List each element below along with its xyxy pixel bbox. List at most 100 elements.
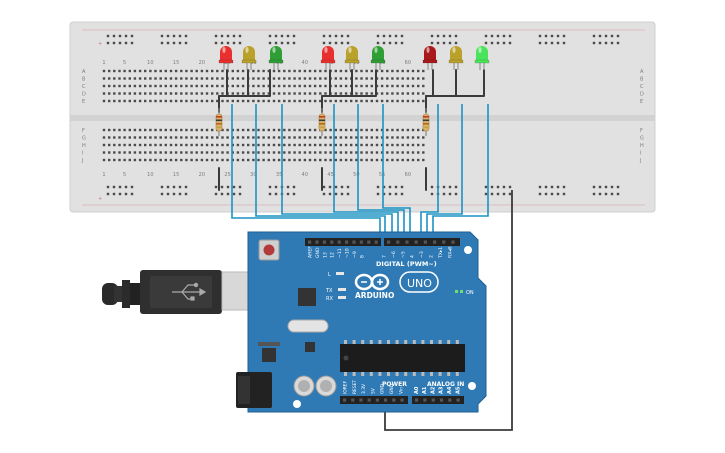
rail-hole: [490, 34, 494, 38]
breadboard-hole: [303, 84, 307, 88]
rail-hole: [274, 41, 278, 45]
breadboard-hole: [267, 92, 270, 95]
breadboard-hole: [118, 69, 121, 73]
rail-hole: [268, 41, 272, 45]
breadboard-hole: [283, 143, 286, 147]
breadboard-hole: [262, 158, 265, 162]
breadboard-hole: [174, 99, 178, 103]
breadboard-hole: [324, 128, 327, 132]
rail-hole: [286, 185, 290, 189]
reset-button-cap[interactable]: [263, 244, 275, 256]
breadboard-hole: [164, 143, 167, 147]
led-label-rx: RX: [326, 296, 333, 302]
analog-label: ANALOG IN: [427, 381, 464, 388]
rail-hole: [448, 41, 452, 45]
breadboard-hole: [216, 151, 219, 154]
breadboard-hole: [195, 151, 198, 154]
breadboard-hole: [370, 92, 373, 95]
breadboard-hole: [200, 99, 204, 103]
breadboard-hole: [262, 99, 265, 103]
rail-hole: [382, 34, 386, 38]
breadboard-hole: [205, 99, 209, 103]
chip-pin: [430, 340, 433, 344]
rail-hole: [178, 34, 182, 38]
breadboard-hole: [350, 128, 353, 132]
chip-pin: [421, 340, 425, 344]
breadboard-hole: [164, 158, 167, 162]
header-pin: [367, 240, 371, 244]
breadboard-hole: [200, 69, 204, 73]
rail-hole: [340, 185, 344, 189]
breadboard-hole: [185, 92, 188, 95]
breadboard-hole: [128, 69, 131, 73]
digital-pin-label: 4: [410, 255, 416, 258]
header-pin: [345, 240, 349, 244]
chip-pin: [447, 340, 451, 344]
breadboard-hole: [370, 136, 373, 139]
breadboard-hole: [298, 77, 301, 80]
breadboard-hole: [108, 92, 111, 95]
breadboard-hole: [180, 151, 183, 154]
row-letter: G: [82, 136, 86, 142]
rail-hole: [220, 34, 224, 38]
breadboard-hole: [174, 69, 178, 73]
row-letter: I: [82, 151, 83, 157]
breadboard-hole: [123, 99, 126, 103]
rail-hole: [508, 41, 512, 45]
power-pin-label: Vin: [398, 387, 404, 394]
breadboard-hole: [108, 128, 111, 132]
breadboard-hole: [417, 77, 420, 80]
breadboard-hole: [386, 69, 389, 73]
rail-hole: [274, 185, 278, 189]
breadboard-hole: [144, 143, 147, 147]
breadboard-hole: [159, 128, 162, 132]
breadboard-hole: [339, 158, 343, 162]
breadboard-hole: [417, 136, 420, 139]
breadboard-hole: [118, 143, 121, 147]
breadboard-hole: [102, 143, 106, 147]
rail-hole: [160, 34, 164, 38]
capacitor-2-top: [320, 380, 332, 392]
chip-pin: [455, 340, 459, 344]
breadboard-hole: [252, 92, 255, 95]
breadboard-hole: [329, 136, 332, 139]
breadboard-hole: [422, 99, 425, 103]
rail-hole: [508, 185, 512, 189]
column-number-bottom: 20: [199, 172, 205, 178]
breadboard-hole: [288, 92, 291, 95]
breadboard-hole: [211, 143, 214, 147]
breadboard-hole: [252, 136, 255, 139]
breadboard-hole: [102, 84, 106, 88]
breadboard-hole: [164, 69, 167, 73]
breadboard-hole: [411, 158, 415, 162]
breadboard-hole: [123, 158, 126, 162]
rail-hole: [172, 185, 176, 189]
breadboard-hole: [108, 77, 111, 80]
breadboard-hole: [391, 69, 394, 73]
rail-hole: [232, 41, 236, 45]
breadboard-hole: [252, 77, 255, 80]
breadboard-hole: [313, 128, 317, 132]
on-label: ON: [466, 290, 474, 296]
breadboard-hole: [149, 136, 152, 139]
wire-green-2: [382, 104, 411, 242]
rail-hole: [556, 192, 560, 196]
breadboard-hole: [339, 99, 343, 103]
breadboard-hole: [360, 136, 363, 139]
breadboard-hole: [154, 151, 157, 154]
breadboard-hole: [138, 69, 142, 73]
breadboard-hole: [190, 136, 193, 139]
rail-hole: [436, 34, 440, 38]
breadboard-hole: [406, 92, 410, 95]
breadboard-hole: [313, 69, 317, 73]
breadboard-hole: [169, 143, 173, 147]
breadboard-hole: [380, 99, 384, 103]
breadboard-hole: [417, 151, 420, 154]
breadboard-hole: [180, 143, 183, 147]
rail-hole: [616, 185, 620, 189]
breadboard-hole: [174, 92, 178, 95]
rail-hole: [598, 185, 602, 189]
rail-hole: [232, 185, 236, 189]
